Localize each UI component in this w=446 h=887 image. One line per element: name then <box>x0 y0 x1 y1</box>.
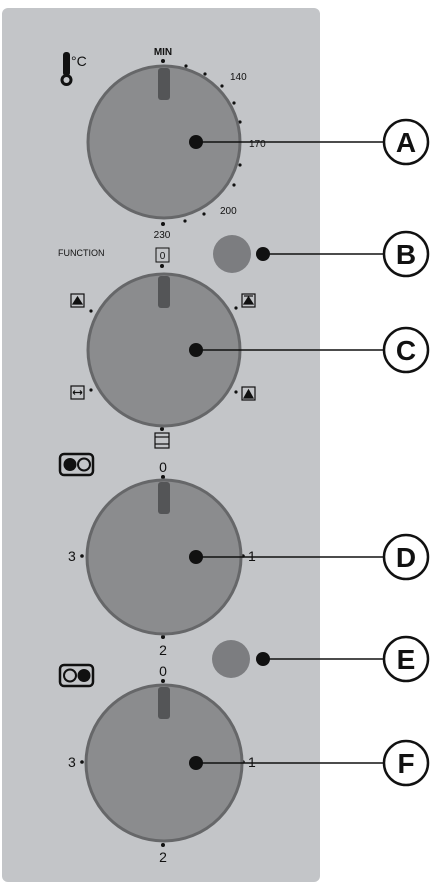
svg-text:E: E <box>397 644 416 675</box>
callout-b: B <box>382 230 430 278</box>
svg-text:D: D <box>396 542 416 573</box>
hotplate-d-label-0: 0 <box>159 459 167 475</box>
svg-text:A: A <box>396 127 416 158</box>
thermostat-scale-dots <box>161 59 242 226</box>
hotplate-icon-right-active <box>58 663 95 688</box>
function-off-box <box>155 247 170 263</box>
hotplate-f-label-0: 0 <box>159 663 167 679</box>
indicator-lamp-e <box>212 640 250 678</box>
hotplate-f-label-2: 2 <box>159 849 167 865</box>
hotplate-knob-f[interactable] <box>84 683 244 843</box>
leader-endpoints <box>189 135 270 770</box>
hotplate-d-label-1: 1 <box>248 548 256 564</box>
thermostat-label-200: 200 <box>220 206 237 217</box>
hotplate-d-label-3: 3 <box>68 548 76 564</box>
temperature-unit-label: °C <box>71 53 87 69</box>
hotplate-icon-left-active <box>58 452 95 477</box>
svg-text:F: F <box>397 748 414 779</box>
svg-text:C: C <box>396 335 416 366</box>
callout-c: C <box>382 326 430 374</box>
hotplate-f-label-3: 3 <box>68 754 76 770</box>
leader-lines <box>196 141 384 764</box>
thermometer-icon <box>60 52 73 86</box>
thermostat-label-140: 140 <box>230 72 247 83</box>
thermostat-label-170: 170 <box>249 139 266 150</box>
thermostat-label-min: MIN <box>154 47 172 58</box>
callout-a: A <box>382 118 430 166</box>
hotplate-f-label-1: 1 <box>248 754 256 770</box>
hotplate-d-label-2: 2 <box>159 642 167 658</box>
indicator-lamp-b <box>213 235 251 273</box>
function-label: FUNCTION <box>58 248 105 258</box>
function-symbol-icons <box>70 293 256 449</box>
function-off-label: 0 <box>160 251 166 262</box>
svg-text:B: B <box>396 239 416 270</box>
callout-d: D <box>382 533 430 581</box>
callout-e: E <box>382 635 430 683</box>
thermostat-label-230: 230 <box>154 230 171 241</box>
function-scale-dots <box>89 264 238 431</box>
callout-f: F <box>382 739 430 787</box>
